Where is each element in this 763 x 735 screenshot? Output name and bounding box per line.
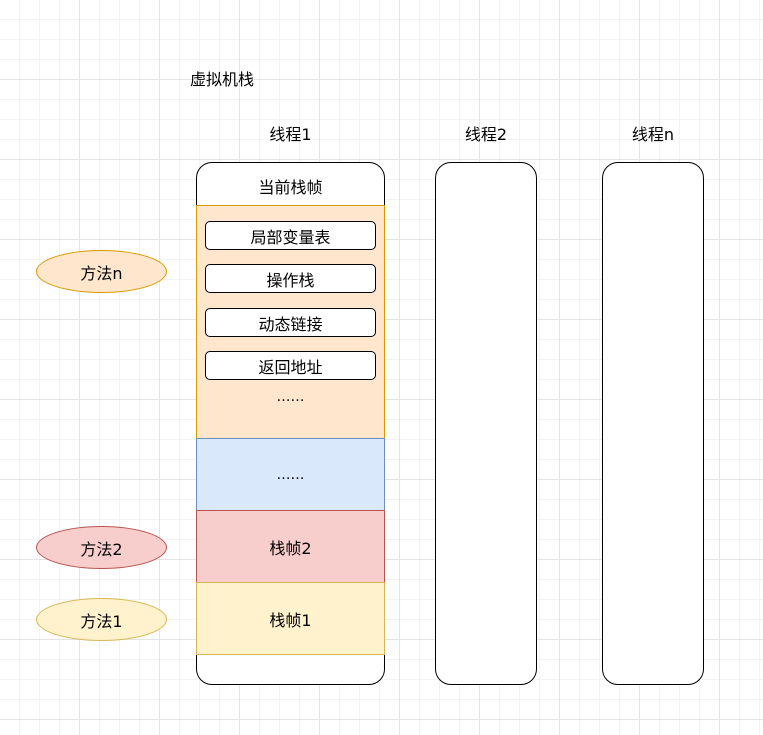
thread-label-2: 线程2 [464, 125, 508, 144]
threadn-stack [602, 162, 704, 685]
thread2-stack [435, 162, 537, 685]
local-variable-table: 局部变量表 [205, 221, 376, 250]
diagram-title: 虚拟机栈 [190, 70, 255, 89]
dynamic-linking: 动态链接 [205, 308, 376, 337]
method-n-ellipse: 方法n [36, 250, 167, 293]
current-frame-label: 当前栈帧 [258, 178, 323, 197]
frame-1: 栈帧1 [196, 582, 385, 655]
operand-stack: 操作栈 [205, 264, 376, 293]
middle-frames: …… [196, 438, 385, 511]
method-1-ellipse: 方法1 [36, 598, 167, 641]
return-address: 返回地址 [205, 351, 376, 380]
method-2-ellipse: 方法2 [36, 526, 167, 569]
frame-2: 栈帧2 [196, 510, 385, 583]
thread-label-n: 线程n [631, 125, 675, 144]
frame-ellipsis: …… [276, 389, 305, 405]
thread-label-1: 线程1 [269, 125, 312, 144]
